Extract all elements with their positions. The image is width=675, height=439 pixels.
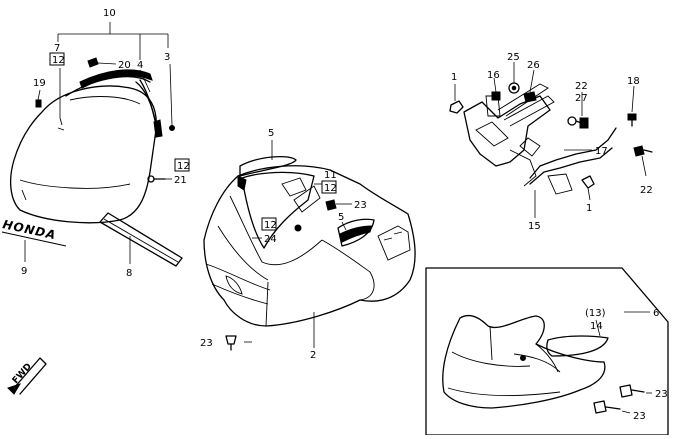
windscreen xyxy=(9,85,157,224)
callout-10: 10 xyxy=(103,8,116,19)
emblem-9: HONDA xyxy=(1,217,67,247)
clip-19 xyxy=(35,99,42,108)
callout-9: 9 xyxy=(21,266,27,277)
bushing-1-lower xyxy=(581,175,595,189)
boxed-label-12-d: 12 xyxy=(261,217,277,231)
callout-24: 24 xyxy=(264,234,277,245)
callout-11: 11 xyxy=(324,170,337,181)
callout-13: (13) xyxy=(585,308,606,319)
callout-numbers: 10 7 20 4 3 19 21 9 8 5 11 23 5 24 23 2 … xyxy=(21,8,668,422)
callout-21: 21 xyxy=(174,175,187,186)
callout-23-right-a: 23 xyxy=(655,389,668,400)
callout-15: 15 xyxy=(528,221,541,232)
boxed-label-12-b: 12 xyxy=(174,158,190,172)
fwd-arrow xyxy=(7,357,47,395)
bolt-22-lower xyxy=(633,145,653,157)
boxed-label-12-d-text: 12 xyxy=(264,220,277,231)
bolt-23-lower xyxy=(225,335,237,351)
bolt-22-upper xyxy=(567,116,589,129)
callout-27: 27 xyxy=(575,93,588,104)
callout-22-upper: 22 xyxy=(575,81,588,92)
boxed-label-12-a-text: 12 xyxy=(52,55,65,66)
fairing-stay xyxy=(463,83,617,195)
collar-25 xyxy=(508,82,520,94)
fairing-inner-panel xyxy=(241,171,321,249)
bolt-23-right-a xyxy=(619,384,645,398)
callout-7: 7 xyxy=(54,43,60,54)
boxed-label-12-b-text: 12 xyxy=(177,161,190,172)
emblem-text: HONDA xyxy=(1,217,57,242)
callout-23-lower: 23 xyxy=(200,338,213,349)
callout-23-right-b: 23 xyxy=(633,411,646,422)
callout-17: 17 xyxy=(595,146,608,157)
screw-3 xyxy=(169,125,175,131)
callout-14: 14 xyxy=(590,321,603,332)
callout-8: 8 xyxy=(126,268,132,279)
lower-strip-14 xyxy=(546,335,609,357)
callout-6: 6 xyxy=(653,308,659,319)
callout-1-top: 1 xyxy=(451,72,457,83)
windscreen-side-strip xyxy=(135,81,163,138)
callout-23-center: 23 xyxy=(354,200,367,211)
callout-22-lower: 22 xyxy=(640,185,653,196)
callout-1-lower: 1 xyxy=(586,203,592,214)
bolt-23-right-b xyxy=(593,400,621,414)
callout-3: 3 xyxy=(164,52,170,63)
bolt-23-center xyxy=(325,199,337,211)
leader-lines xyxy=(24,22,652,414)
callout-16: 16 xyxy=(487,70,500,81)
callout-20: 20 xyxy=(118,60,131,71)
garnish-5-top xyxy=(237,155,297,191)
clip-20 xyxy=(87,57,99,68)
boxed-label-12-a: 12 xyxy=(49,52,65,66)
callout-18: 18 xyxy=(627,76,640,87)
callout-19: 19 xyxy=(33,78,46,89)
lower-cowl-frame xyxy=(425,267,669,436)
bolt-21 xyxy=(147,175,166,183)
bolt-1-top xyxy=(449,100,464,114)
lower-cowl xyxy=(442,314,606,409)
nut-24 xyxy=(294,224,302,232)
boxed-label-12-c-text: 12 xyxy=(324,183,337,194)
callout-26: 26 xyxy=(527,60,540,71)
callout-2: 2 xyxy=(310,350,316,361)
callout-4: 4 xyxy=(137,60,143,71)
upper-fairing xyxy=(203,165,416,327)
garnish-5-side xyxy=(337,218,375,247)
bolt-18 xyxy=(627,113,637,127)
boxed-label-12-c: 12 xyxy=(321,180,337,194)
grommet-26 xyxy=(523,91,537,103)
callout-5-top: 5 xyxy=(268,128,274,139)
callout-25: 25 xyxy=(507,52,520,63)
callout-5-side: 5 xyxy=(338,212,344,223)
strip-8 xyxy=(99,212,183,267)
